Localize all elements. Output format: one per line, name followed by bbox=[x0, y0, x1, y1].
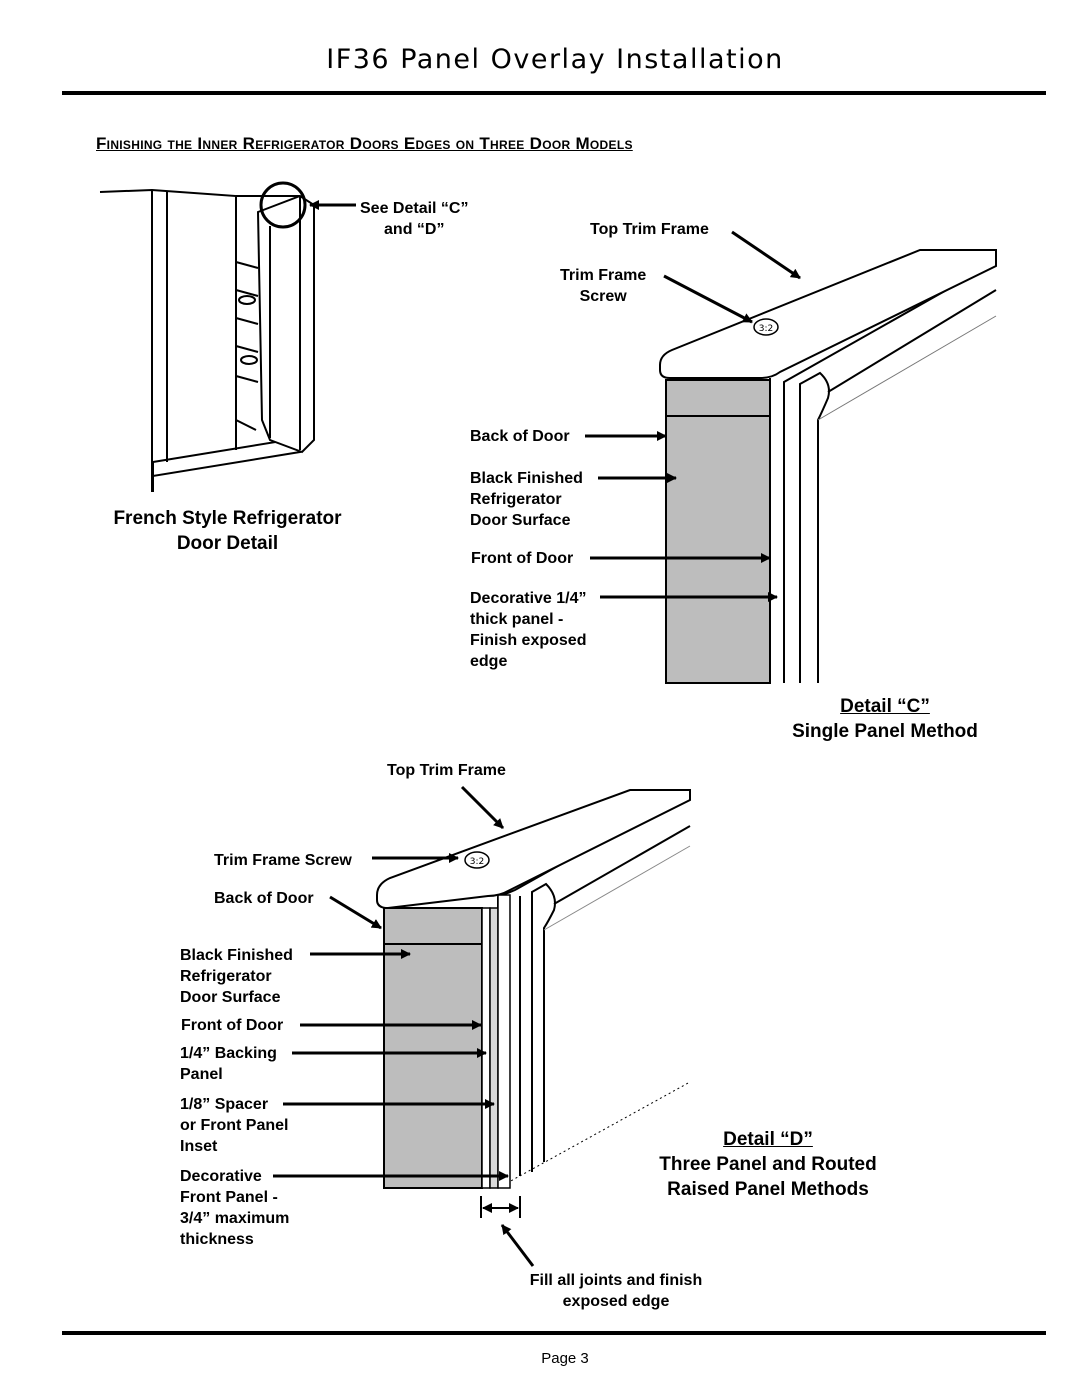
detail-c-back-of-door-label: Back of Door bbox=[470, 428, 570, 445]
detail-c-decorative-label: Decorative 1/4” thick panel - Finish exp… bbox=[470, 590, 587, 670]
detail-c-screw-label: Trim Frame Screw bbox=[560, 267, 647, 305]
detail-c-caption-sub: Single Panel Method bbox=[792, 721, 978, 742]
page-title: IF36 Panel Overlay Installation bbox=[326, 44, 784, 75]
detail-c-caption: Detail “C” Single Panel Method bbox=[770, 694, 1000, 744]
detail-d-top-trim-label: Top Trim Frame bbox=[387, 762, 506, 779]
detail-d-backing-panel-label: 1/4” Backing Panel bbox=[180, 1045, 277, 1083]
detail-d-black-finished-label: Black Finished Refrigerator Door Surface bbox=[180, 947, 293, 1006]
detail-d-caption-sub2: Raised Panel Methods bbox=[667, 1179, 869, 1200]
detail-c-caption-title: Detail “C” bbox=[840, 696, 930, 717]
detail-d-front-of-door-label: Front of Door bbox=[181, 1017, 284, 1034]
svg-text:3:2: 3:2 bbox=[470, 857, 484, 867]
detail-d-spacer-label: 1/8” Spacer or Front Panel Inset bbox=[180, 1096, 289, 1155]
detail-d-fill-joints-label: Fill all joints and finish exposed edge bbox=[529, 1272, 703, 1310]
detail-c-top-trim-label: Top Trim Frame bbox=[590, 221, 709, 238]
footer-rule bbox=[62, 1331, 1046, 1335]
detail-c-illustration: 3:2 bbox=[659, 249, 997, 684]
detail-d-caption-title: Detail “D” bbox=[723, 1129, 813, 1150]
detail-c-arrows bbox=[585, 230, 801, 602]
detail-d-back-of-door-label: Back of Door bbox=[214, 890, 314, 907]
fridge-caption-line1: French Style Refrigerator bbox=[113, 508, 342, 529]
fridge-illustration bbox=[99, 181, 315, 492]
detail-d-decorative-front-label: Decorative Front Panel - 3/4” maximum th… bbox=[180, 1168, 290, 1248]
see-detail-callout: See Detail “C” and “D” bbox=[360, 200, 469, 238]
detail-c-black-finished-label: Black Finished Refrigerator Door Surface bbox=[470, 470, 583, 529]
svg-text:3:2: 3:2 bbox=[759, 324, 773, 334]
detail-d-caption: Detail “D” Three Panel and Routed Raised… bbox=[630, 1127, 906, 1202]
fridge-caption: French Style Refrigerator Door Detail bbox=[70, 506, 385, 556]
detail-d-screw-label: Trim Frame Screw bbox=[214, 852, 352, 869]
detail-d-arrows bbox=[273, 785, 535, 1267]
header-rule bbox=[62, 91, 1046, 95]
detail-c-front-of-door-label: Front of Door bbox=[471, 550, 574, 567]
section-heading: Finishing the Inner Refrigerator Doors E… bbox=[96, 134, 633, 153]
fridge-caption-line2: Door Detail bbox=[176, 533, 279, 554]
detail-d-caption-sub1: Three Panel and Routed bbox=[659, 1154, 877, 1175]
page-number: Page 3 bbox=[541, 1350, 589, 1367]
